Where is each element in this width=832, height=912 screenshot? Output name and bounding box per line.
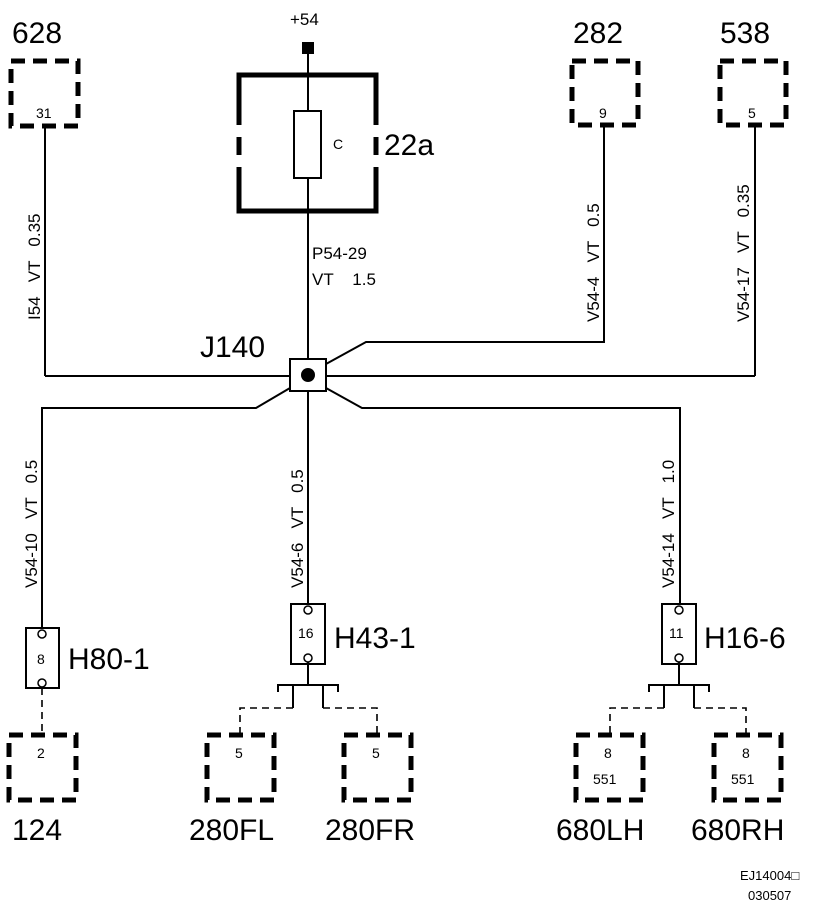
module-680rh-id: 680RH [691,814,784,847]
wire-h43-label: V54-6 VT 0.5 [288,469,307,588]
fuse-label: C [333,136,343,152]
fuse-element [293,110,322,179]
module-680lh-sub: 551 [593,771,617,787]
module-628-pin: 31 [36,105,52,121]
wire-h80 [41,387,291,628]
module-124-id: 124 [12,814,62,847]
module-680rh-pin: 8 [742,745,750,761]
module-680rh-sub: 551 [731,771,755,787]
wire-h16-label: V54-14 VT 1.0 [659,460,678,588]
module-538-box [717,58,789,128]
module-280fr-box [341,732,414,803]
wire-h16 [325,387,681,604]
connector-h80-id: H80-1 [68,643,150,676]
module-282-pin: 9 [599,105,607,121]
module-538-pin: 5 [748,105,756,121]
module-628-box [8,58,81,129]
connector-h80-pin: 8 [37,651,45,667]
fuse-id: 22a [384,129,434,162]
wire-282-label: V54-4 VT 0.5 [584,203,603,322]
module-280fl-pin: 5 [235,745,243,761]
module-124-box [6,732,79,803]
module-680lh-id: 680LH [556,814,644,847]
wire-h80-label: V54-10 VT 0.5 [22,460,41,588]
junction-id: J140 [200,331,265,364]
wire-538-label: V54-17 VT 0.35 [734,184,753,322]
module-282-id: 282 [573,17,623,50]
module-680lh-box [573,732,646,803]
module-280fr-id: 280FR [325,814,415,847]
module-628-id: 628 [12,17,62,50]
main-wire-code: P54-29 [312,244,367,263]
module-280fl-id: 280FL [189,814,274,847]
wire-628-label: I54 VT 0.35 [25,214,44,320]
connector-h43-id: H43-1 [334,622,416,655]
main-wire-spec: VT 1.5 [312,270,376,289]
module-282-box [569,58,641,128]
module-680rh-box [711,732,784,803]
wire-282 [325,125,605,365]
fuse-box [236,72,379,214]
figure-date: 030507 [748,888,791,903]
module-124-pin: 2 [37,745,45,761]
supply-terminal [302,42,314,54]
module-280fr-pin: 5 [372,745,380,761]
figure-code: EJ14004□ [740,868,799,883]
module-280fl-box [204,732,277,803]
connector-h16-id: H16-6 [704,622,786,655]
junction-node [301,368,315,382]
module-538-id: 538 [720,17,770,50]
module-680lh-pin: 8 [604,745,612,761]
supply-label: +54 [290,10,319,29]
connector-h43-pin: 16 [298,625,314,641]
connector-h16-pin: 11 [669,625,684,641]
